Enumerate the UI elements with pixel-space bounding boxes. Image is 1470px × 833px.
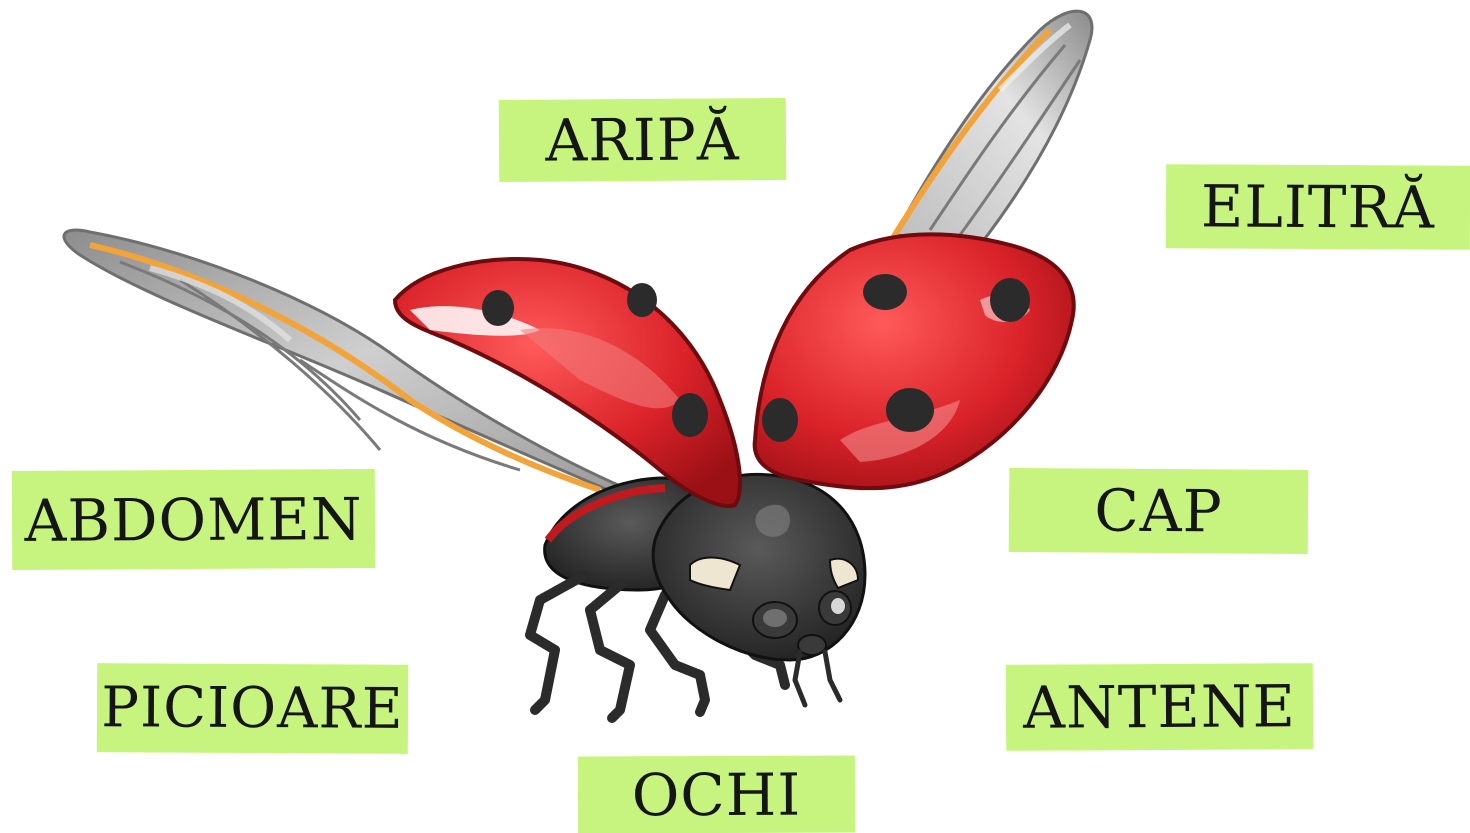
label-card-cap[interactable]: CAP — [1009, 468, 1309, 554]
label-card-ochi[interactable]: OCHI — [578, 756, 855, 833]
right-wing — [893, 11, 1092, 245]
label-text-antene: ANTENE — [1023, 677, 1296, 736]
label-card-aripa[interactable]: ARIPĂ — [499, 98, 787, 182]
label-card-picioare[interactable]: PICIOARE — [97, 663, 408, 754]
label-card-antene[interactable]: ANTENE — [1006, 663, 1313, 751]
label-text-elitra: ELITRĂ — [1201, 177, 1435, 236]
right-elytron — [755, 234, 1074, 488]
label-card-abdomen[interactable]: ABDOMEN — [12, 469, 376, 570]
label-text-picioare: PICIOARE — [101, 680, 403, 738]
label-card-elitra[interactable]: ELITRĂ — [1166, 164, 1470, 250]
label-text-abdomen: ABDOMEN — [24, 490, 362, 550]
label-text-cap: CAP — [1094, 482, 1223, 541]
label-text-aripa: ARIPĂ — [545, 110, 740, 169]
label-text-ochi: OCHI — [632, 765, 802, 824]
